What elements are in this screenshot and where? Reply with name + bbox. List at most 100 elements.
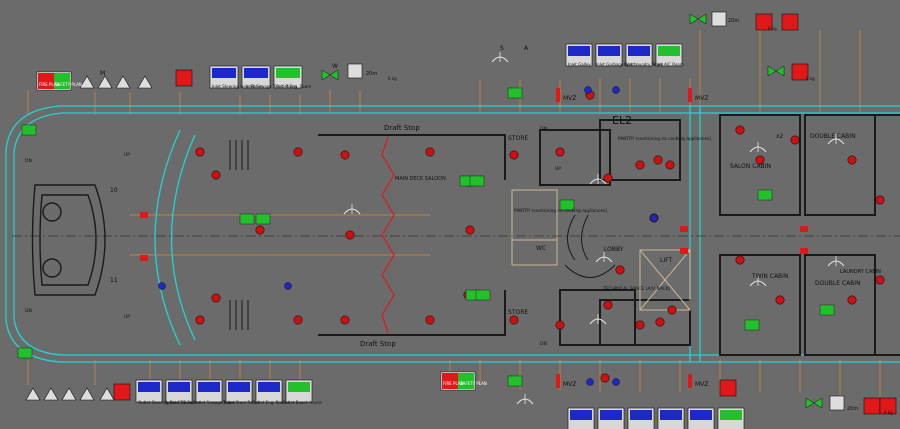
smoke-detector-icon [667,305,677,315]
fire-plan-icon [442,373,458,389]
exit-sign-icon [559,199,575,211]
smoke-detector-icon [555,147,565,157]
exit-panel-cb-icon [660,410,682,420]
exit-label-lt-3: Outlet Eng. Room [276,84,311,89]
exit-panel-lb-icon [258,382,280,392]
timer-label-3: 20m [847,406,858,412]
technical-space-label: TECHNICAL SPACE (A/V RACK) [602,286,671,292]
smoke-detector-icon [775,295,785,305]
exit-sign-icon [744,319,760,331]
kg-label-4: 6 kg [806,76,815,81]
exit-panel-ct-icon [658,46,680,56]
warning-triangle-icon [61,387,77,401]
exit-label-lb-5: Outlet Eng. Room [252,400,287,405]
fire-hose-icon [140,255,148,261]
warning-triangle-icon [79,75,95,89]
mvz-label-3: MVZ [563,381,576,388]
mvz-label-4: MVZ [695,381,708,388]
smoke-detector-icon [790,135,800,145]
store-top-label: STORE [508,135,528,142]
smoke-detector-icon [255,225,265,235]
exit-panel-lb-icon [168,382,190,392]
valve-icon [805,397,823,409]
smoke-detector-icon [615,265,625,275]
laundry-cabin-label: LAUNDRY CABIN [840,269,881,275]
smoke-detector-icon [665,160,675,170]
valve-icon [767,65,785,77]
exit-sign-icon [21,124,37,136]
up-label-3: UP [555,166,561,172]
smoke-detector-icon [847,295,857,305]
heat-detector-icon [284,282,292,290]
interior-walls [318,114,900,356]
mvz-label-1: MVZ [563,95,576,102]
extinguisher-panel-icon [113,383,131,401]
room-labels: Draft Stop Draft Stop MAIN DECK SALOON S… [25,95,881,388]
exit-panel-cb-icon [690,410,712,420]
pantry-right-label: PANTRY (containing no cooking appliances… [618,136,711,142]
draft-stop-bottom-label: Draft Stop [360,340,396,348]
extinguisher-panel-icon [175,69,193,87]
valve-icon [689,13,707,25]
extinguisher-panel-icon [879,397,897,415]
bow-label-11: 11 [110,277,118,284]
smoke-detector-icon [555,320,565,330]
staircases [229,140,616,330]
pantry-room-label: PANTRY (containing no cooking appliances… [514,208,607,214]
exit-label-lb-2: Outlet CO2 Room [164,400,199,405]
exit-label-lt-1: Inlet Steering Gear Room [212,84,263,89]
warning-triangle-icon [115,75,131,89]
double-cabin-top-label: DOUBLE CABIN [810,133,856,140]
exit-panel-cb-icon [600,410,622,420]
exit-label-lb-6: Outlet Beach House [282,400,322,405]
smoke-detector-icon [211,170,221,180]
timer-label-1: 20m [366,71,377,77]
smoke-detector-icon [509,150,519,160]
extinguisher-panel-icon [791,63,809,81]
el2-label: EL2 [612,114,632,127]
m-label: M [100,70,105,77]
smoke-detector-icon [195,147,205,157]
exit-label-ct-2: Inlet Garbage Space [596,62,637,67]
exit-label-lt-2: Inlet Sewage Treat. Room [246,84,297,89]
smoke-detector-icon [653,155,663,165]
heat-detector-icon [650,214,658,222]
smoke-detector-icon [211,293,221,303]
smoke-detector-icon [735,255,745,265]
smoke-detector-icon [340,315,350,325]
a-label: A [524,45,529,52]
bow-seating [31,184,106,296]
safety-plan-label-bottom: SAFETY PLAN [460,381,487,386]
smoke-detector-icon [425,315,435,325]
w-label: W [332,63,338,70]
smoke-detector-icon [755,155,765,165]
smoke-detector-icon [293,147,303,157]
fire-plan-icon [38,73,54,89]
dn-label-4: DN [540,341,547,347]
exit-panel-lb-icon [198,382,220,392]
smoke-detector-icon [603,173,613,183]
legend-labels: FIRE PLAN SAFETY PLAN FIRE PLAN SAFETY P… [39,18,893,415]
smoke-detector-icon [293,315,303,325]
smoke-detector-icon [425,147,435,157]
heat-detector-icon [586,378,594,386]
exit-sign-icon [469,175,485,187]
warning-triangle-icon [99,387,115,401]
exit-label-ct-4: Inlet A/C Room [654,62,684,67]
exit-label-lb-1: Outlet Steering Gear House [138,400,194,405]
exit-sign-icon [757,189,773,201]
exit-label-ct-1: Inlet Galley [568,62,591,67]
valve-icon [321,69,339,81]
timer-icon [711,11,727,27]
exit-sign-icon [507,87,523,99]
extinguisher-panel-icon [781,13,799,31]
exit-label-lb-4: Outlet Store Room [222,400,259,405]
lobby-label: LOBBY [604,246,624,253]
heat-detector-icon [612,378,620,386]
exit-panel-ct-icon [598,46,620,56]
dn-label-2: DN [25,308,32,314]
timer-label-2: 20m [728,18,739,24]
smoke-detector-icon [465,225,475,235]
draft-stop-top-label: Draft Stop [384,124,420,132]
